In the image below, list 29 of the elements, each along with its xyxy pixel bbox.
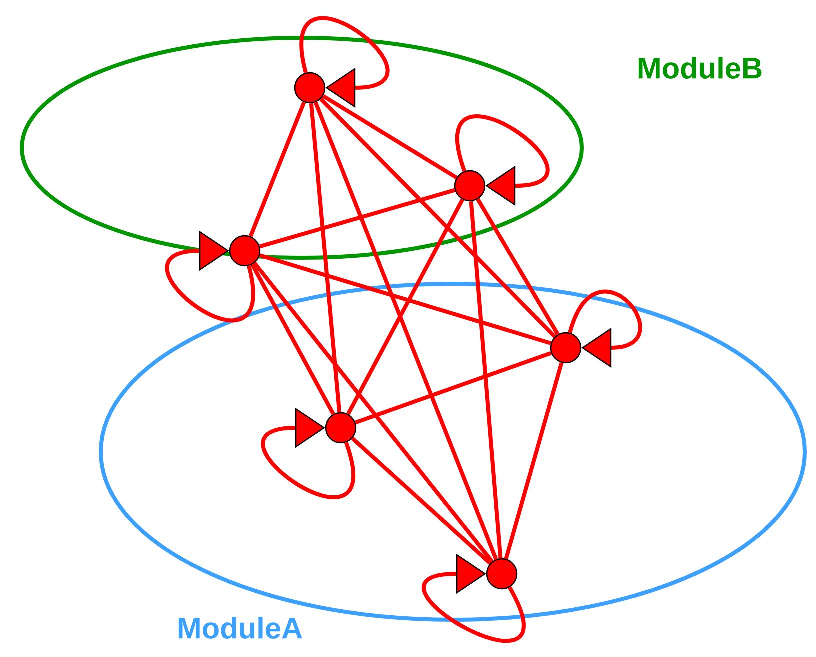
connector-line (346, 198, 464, 416)
self-loop-arrow (166, 230, 256, 322)
self-loop-arrow (300, 16, 390, 108)
connector-line (504, 362, 564, 560)
connector-line (320, 98, 556, 338)
connector-line (314, 102, 498, 560)
connector-line (309, 103, 342, 413)
self-loop-arrow (568, 290, 642, 368)
graph-dot (325, 412, 357, 444)
self-loop-arrow (456, 114, 550, 206)
connector-line (355, 351, 552, 425)
connector-line (476, 198, 560, 336)
graph-dot (294, 72, 326, 104)
connector-line (322, 94, 458, 180)
self-loop-arrow (422, 554, 526, 643)
graph-dot (550, 332, 582, 364)
self-loop-arrow (262, 408, 356, 500)
module-label: ModuleA (178, 617, 302, 639)
connector-line (259, 254, 552, 346)
graph-dot (454, 170, 486, 202)
connector-line (259, 188, 456, 249)
connector-line (250, 264, 336, 416)
connector-line (253, 262, 494, 564)
graph-dot (486, 558, 518, 590)
connector-line (469, 201, 503, 559)
connector-line (351, 437, 492, 565)
graph-dot (229, 235, 261, 267)
connector-line (248, 102, 306, 238)
module-label: ModuleB (638, 57, 762, 79)
